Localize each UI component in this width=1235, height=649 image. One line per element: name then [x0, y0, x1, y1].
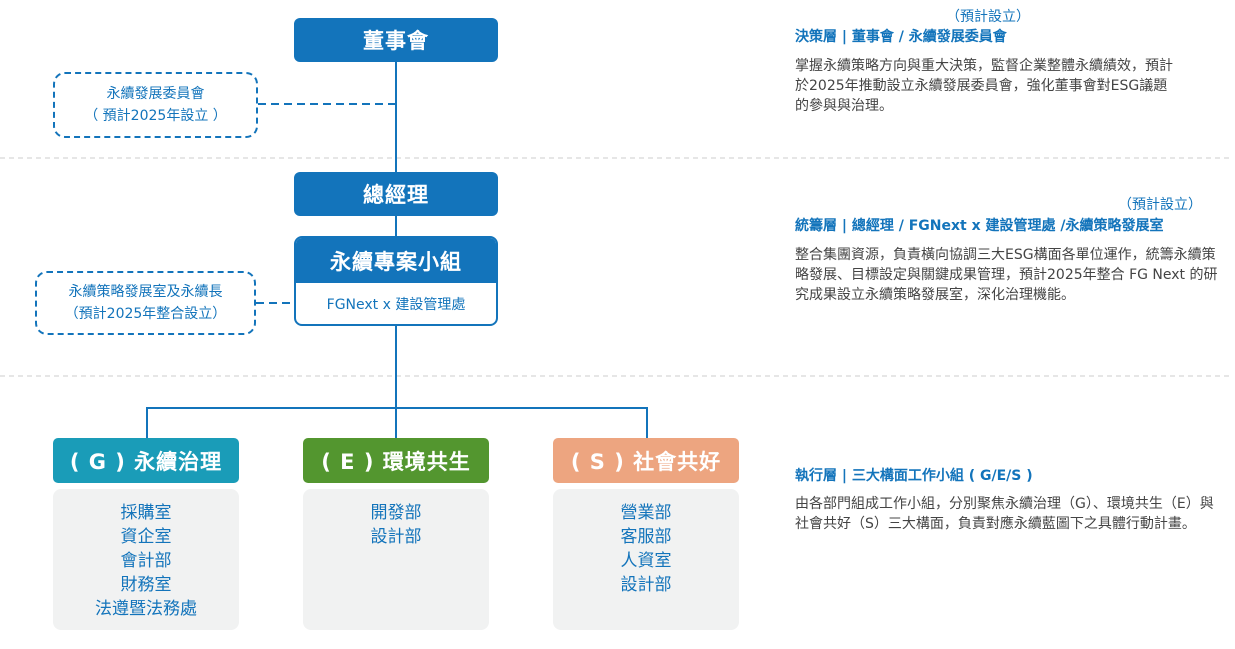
execution-layer-title: 執行層 | 三大構面工作小組 ( G/E/S )	[795, 468, 1033, 484]
coordination-layer-note: （預計設立）	[1118, 197, 1202, 213]
coordination-layer-desc: 整合集團資源，負責橫向協調三大ESG構面各單位運作，統籌永續策略發展、目標設定與…	[795, 247, 1218, 303]
strategy-office-note: （預計2025年整合設立）	[64, 306, 227, 322]
member-item: 開發部	[370, 503, 422, 523]
team-environment-label: ( E ) 環境共生	[321, 449, 471, 474]
project-team-title: 永續專案小組	[296, 238, 496, 283]
project-team-box: 永續專案小組 FGNext x 建設管理處	[294, 236, 498, 326]
team-governance-label: ( G ) 永續治理	[69, 449, 223, 474]
member-item: 財務室	[120, 575, 172, 595]
project-team-subtitle: FGNext x 建設管理處	[326, 296, 466, 313]
team-governance-members: 採購室 資企室 會計部 財務室 法遵暨法務處	[53, 489, 239, 630]
team-governance-header: ( G ) 永續治理	[53, 438, 239, 483]
committee-note: （ 預計2025年設立 ）	[84, 108, 227, 124]
member-item: 營業部	[620, 503, 672, 523]
team-environment-members: 開發部 設計部	[303, 489, 489, 630]
member-item: 人資室	[620, 551, 672, 571]
member-item: 設計部	[370, 527, 422, 547]
gm-box: 總經理	[294, 172, 498, 216]
committee-name: 永續發展委員會	[106, 86, 205, 102]
board-label: 董事會	[363, 29, 429, 53]
decision-layer-desc: 掌握永續策略方向與重大決策，監督企業整體永續績效，預計於2025年推動設立永續發…	[795, 58, 1173, 114]
member-item: 採購室	[120, 503, 172, 523]
member-item: 客服部	[620, 527, 672, 547]
decision-layer-note: （預計設立）	[946, 9, 1030, 25]
strategy-office-name: 永續策略發展室及永續長	[68, 284, 223, 300]
team-social-label: ( S ) 社會共好	[570, 449, 722, 474]
team-social-header: ( S ) 社會共好	[553, 438, 739, 483]
decision-layer-title: 決策層 | 董事會 / 永續發展委員會	[795, 29, 1007, 45]
committee-box: 永續發展委員會 （ 預計2025年設立 ）	[53, 72, 258, 138]
team-environment-header: ( E ) 環境共生	[303, 438, 489, 483]
member-item: 法遵暨法務處	[95, 599, 197, 619]
team-social-members: 營業部 客服部 人資室 設計部	[553, 489, 739, 630]
board-box: 董事會	[294, 18, 498, 62]
execution-layer-desc: 由各部門組成工作小組，分別聚焦永續治理（G）、環境共生（E）與社會共好（S）三大…	[795, 496, 1214, 532]
gm-label: 總經理	[363, 183, 429, 207]
strategy-office-box: 永續策略發展室及永續長 （預計2025年整合設立）	[35, 271, 256, 335]
member-item: 資企室	[120, 527, 172, 547]
member-item: 設計部	[620, 575, 672, 595]
member-item: 會計部	[120, 551, 172, 571]
coordination-layer-title: 統籌層 | 總經理 / FGNext x 建設管理處 /永續策略發展室	[795, 218, 1164, 234]
